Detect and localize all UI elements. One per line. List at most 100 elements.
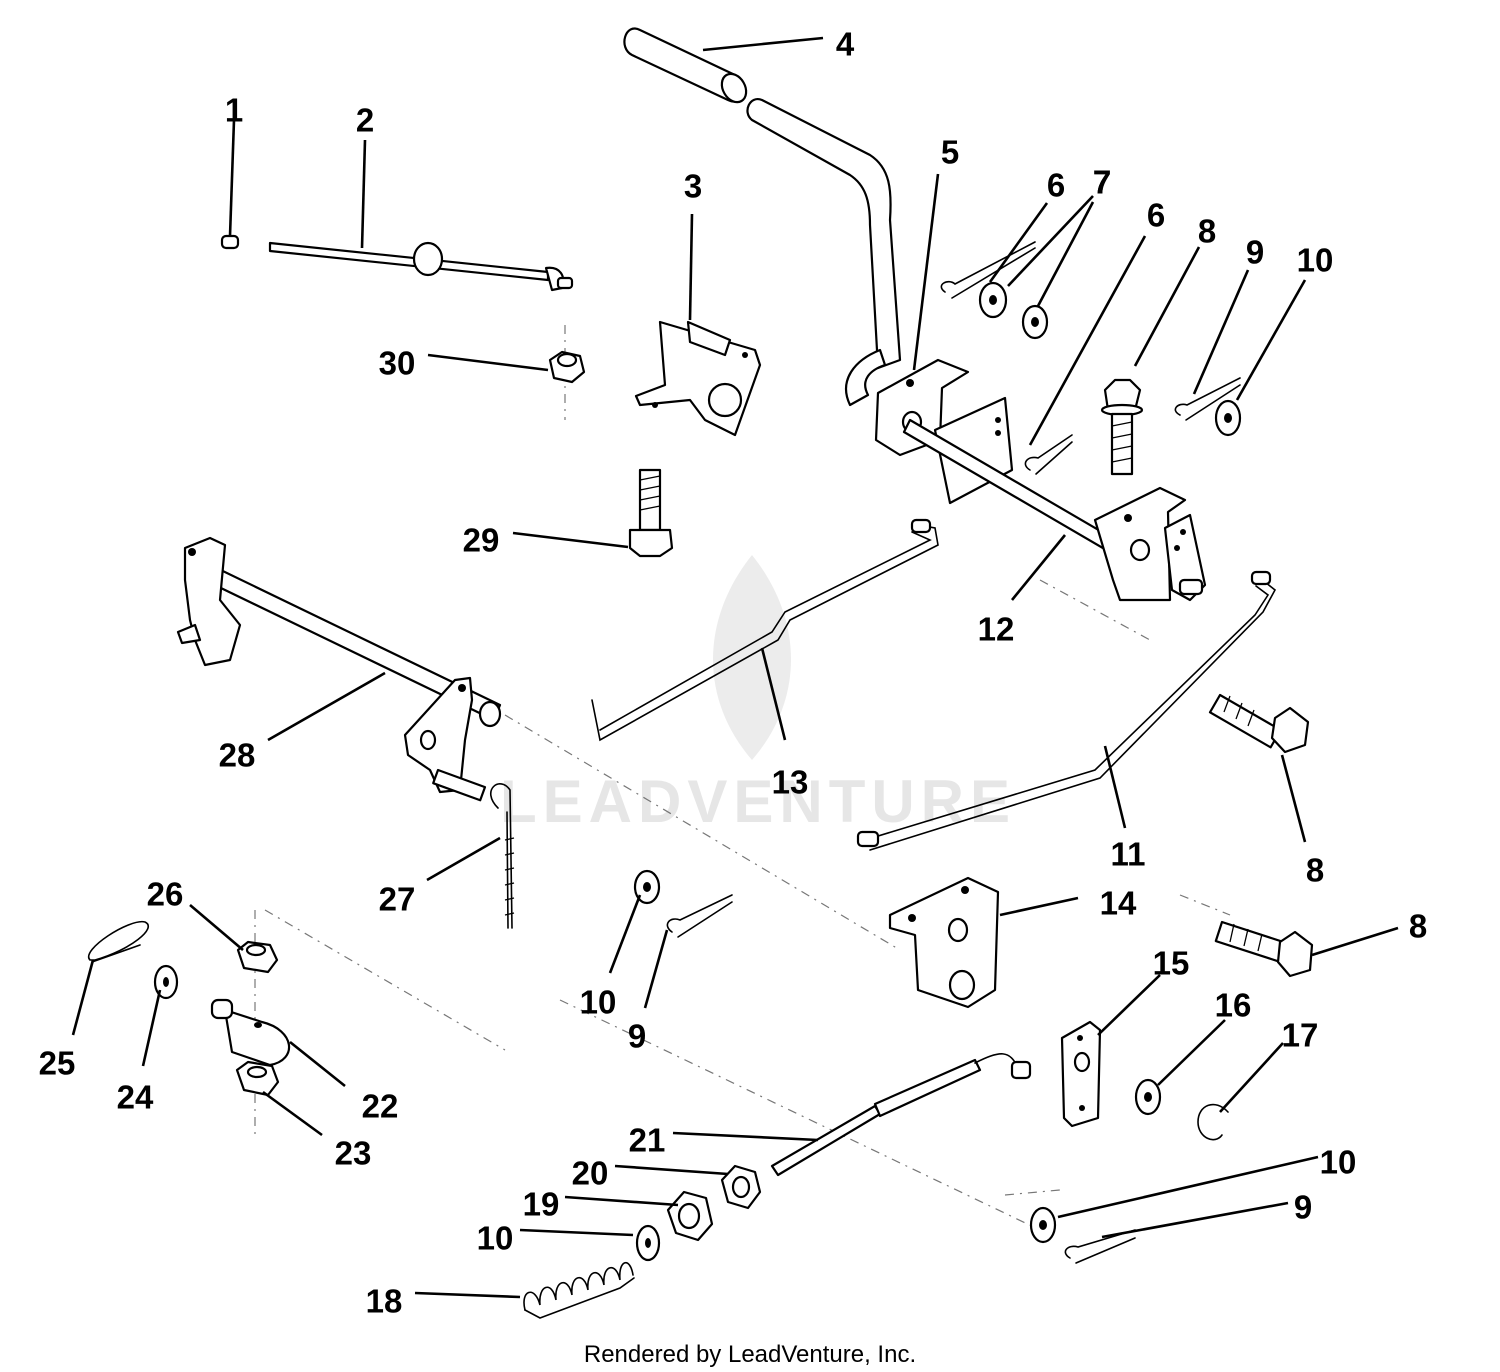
callout-number: 8 <box>1306 852 1324 889</box>
callout-leader-line <box>512 531 629 549</box>
callout-10: 10 <box>580 894 642 1021</box>
callout-leader-line <box>912 173 940 371</box>
callout-number: 9 <box>1246 234 1264 271</box>
callout-leader-line <box>988 202 1049 283</box>
callout-number: 6 <box>1047 167 1065 204</box>
part-washer-16 <box>1134 1078 1162 1116</box>
callout-6: 6 <box>1028 197 1165 446</box>
part-nut-20 <box>720 1164 762 1210</box>
callout-leader-line <box>1311 926 1399 957</box>
callout-number: 13 <box>772 764 809 801</box>
callout-number: 22 <box>362 1088 399 1125</box>
callout-18: 18 <box>366 1283 521 1320</box>
part-washer-10d <box>1029 1206 1057 1244</box>
callout-number: 14 <box>1100 885 1137 922</box>
callout-21: 21 <box>629 1122 819 1159</box>
callout-leader-line <box>228 119 236 237</box>
callout-number: 30 <box>379 345 416 382</box>
callout-27: 27 <box>379 836 501 918</box>
callout-9: 9 <box>1101 1189 1312 1239</box>
callout-leader-line <box>262 1090 323 1137</box>
callout-number: 10 <box>1297 242 1334 279</box>
callout-number: 8 <box>1409 908 1427 945</box>
callout-9: 9 <box>1192 234 1264 395</box>
callout-leader-line <box>289 1040 346 1088</box>
part-e-clip-17 <box>1197 1103 1229 1141</box>
callout-number: 26 <box>147 876 184 913</box>
part-washer-10b <box>633 869 661 905</box>
callout-leader-line <box>1057 1155 1319 1219</box>
part-bracket-3 <box>634 320 762 437</box>
callout-8: 8 <box>1133 213 1216 367</box>
callout-number: 5 <box>941 134 959 171</box>
part-hex-nut-30 <box>548 350 586 384</box>
callout-6: 6 <box>988 167 1065 283</box>
part-washer-24 <box>153 964 179 1000</box>
callout-11: 11 <box>1103 745 1146 873</box>
callout-leader-line <box>1280 754 1307 843</box>
callout-1: 1 <box>225 92 243 237</box>
callout-7: 7 <box>1036 164 1111 307</box>
callout-leader-line <box>1028 235 1147 446</box>
callout-leader-line <box>189 904 244 951</box>
callout-leader-line <box>426 836 501 882</box>
callout-leader-line <box>672 1131 819 1142</box>
callout-number: 11 <box>1111 836 1146 873</box>
callout-number: 2 <box>356 102 374 139</box>
callout-number: 24 <box>117 1079 154 1116</box>
callout-leader-line <box>519 1228 634 1237</box>
callout-leader-line <box>1036 201 1095 307</box>
part-cotter-pin-6b <box>1024 434 1073 475</box>
callout-24: 24 <box>117 989 162 1116</box>
part-rockshaft-28 <box>176 536 502 802</box>
callout-number: 18 <box>366 1283 403 1320</box>
callout-leader-line <box>1157 1019 1226 1086</box>
callout-number: 9 <box>628 1018 646 1055</box>
callout-leader-line <box>1007 195 1094 287</box>
footer-credit: Rendered by LeadVenture, Inc. <box>584 1341 916 1368</box>
callout-leader-line <box>1010 534 1067 601</box>
callout-number: 19 <box>523 1186 560 1223</box>
callout-leader-line <box>688 213 694 321</box>
part-cotter-pin-9c <box>1064 1229 1136 1264</box>
callout-leader-line <box>999 896 1079 917</box>
callout-leader-line <box>427 353 549 372</box>
callout-30: 30 <box>379 345 549 382</box>
callout-number: 29 <box>463 522 500 559</box>
callout-4: 4 <box>702 26 855 63</box>
callout-19: 19 <box>523 1186 679 1223</box>
callout-14: 14 <box>999 885 1137 922</box>
callout-leader-line <box>564 1195 679 1207</box>
callout-number: 10 <box>477 1220 514 1257</box>
callout-number: 16 <box>1215 987 1252 1024</box>
callout-leader-line <box>267 671 386 742</box>
callout-number: 4 <box>836 26 855 63</box>
callout-23: 23 <box>262 1090 371 1172</box>
callout-number: 21 <box>629 1122 666 1159</box>
callout-13: 13 <box>760 647 809 801</box>
callout-leader-line <box>1101 1201 1289 1239</box>
part-eyebolt-27 <box>490 783 515 929</box>
callout-number: 17 <box>1282 1017 1319 1054</box>
callout-number: 10 <box>1320 1144 1357 1181</box>
part-hairpin-25 <box>87 921 149 963</box>
callout-15: 15 <box>1097 945 1189 1036</box>
callout-leader-line <box>643 929 669 1009</box>
watermark: LEADVENTURE <box>500 555 1010 835</box>
callout-number: 10 <box>580 984 617 1021</box>
callout-leader-line <box>702 36 824 52</box>
part-cotter-pin-9a <box>1174 377 1241 421</box>
part-shaft-12 <box>902 418 1207 602</box>
callout-25: 25 <box>39 959 95 1082</box>
callout-number: 9 <box>1294 1189 1312 1226</box>
callout-20: 20 <box>572 1155 729 1192</box>
callout-leader-line <box>760 647 787 741</box>
callout-5: 5 <box>912 134 959 371</box>
callout-leader-line <box>608 894 642 974</box>
callout-number: 6 <box>1147 197 1165 234</box>
part-nut-19 <box>666 1190 714 1242</box>
callout-leader-line <box>141 989 162 1067</box>
part-cotter-pin-6a <box>940 241 1036 299</box>
part-adjust-rod-21 <box>770 1053 1032 1177</box>
